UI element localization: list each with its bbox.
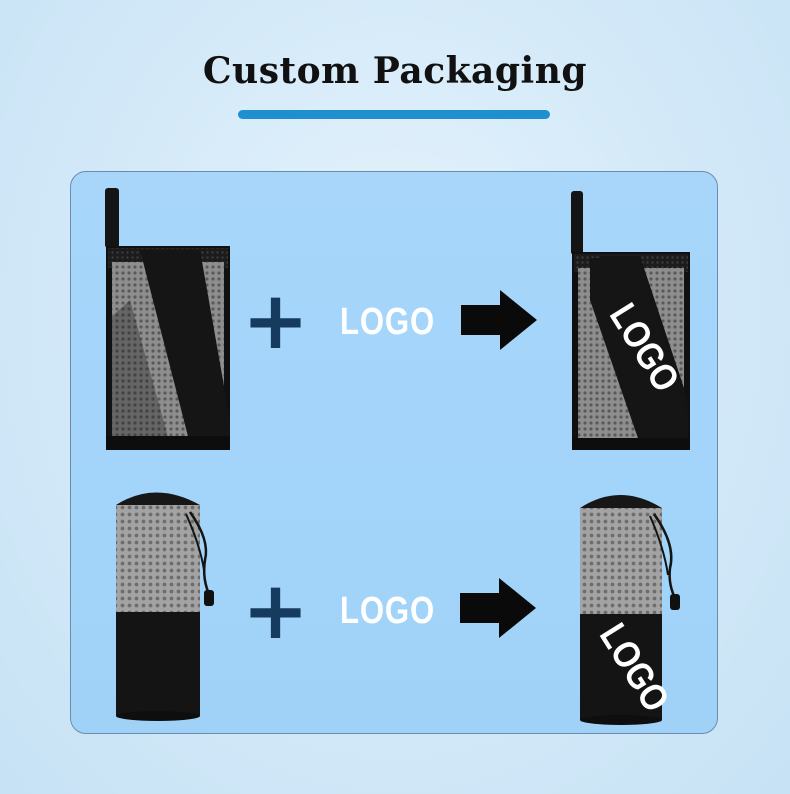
arrow-right-icon <box>461 290 537 350</box>
title-underline <box>238 110 550 119</box>
mesh-pouch-branded <box>571 191 690 450</box>
page-title: Custom Packaging <box>202 50 588 92</box>
mesh-pouch-plain <box>105 188 230 450</box>
drawstring-bag-branded <box>580 495 680 725</box>
plus-icon: + <box>242 274 310 367</box>
plus-icon: + <box>242 564 310 657</box>
logo-placeholder-label: LOGO <box>340 590 436 632</box>
arrow-right-icon <box>460 578 536 638</box>
drawstring-bag-plain <box>116 492 214 721</box>
logo-placeholder-label: LOGO <box>340 301 436 343</box>
